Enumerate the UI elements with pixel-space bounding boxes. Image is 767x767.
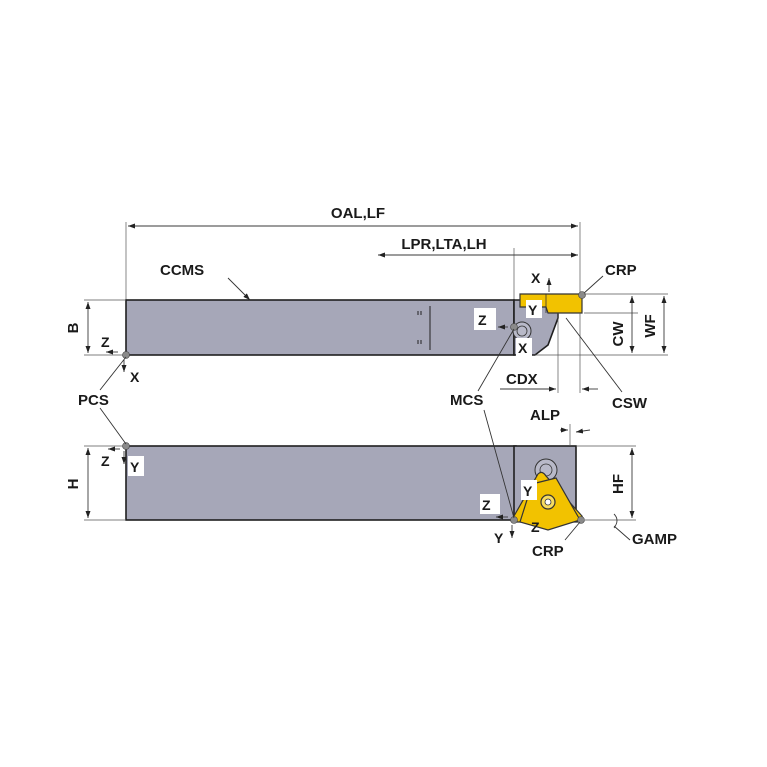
crp-side-y-axis: Y bbox=[523, 483, 533, 499]
crp-bottom-point bbox=[577, 516, 585, 524]
ccms-leader bbox=[227, 277, 251, 301]
mcs-top-y-axis: Y bbox=[528, 302, 538, 318]
coordinate-system-labels: PCS MCS bbox=[78, 328, 515, 519]
hf-label: HF bbox=[610, 474, 627, 494]
csw-label: CSW bbox=[612, 395, 648, 412]
crp-bottom-label: CRP bbox=[532, 543, 564, 560]
oal-lf-label: OAL,LF bbox=[331, 205, 385, 222]
wf-label: WF bbox=[642, 314, 659, 337]
top-view: OAL,LF LPR,LTA,LH CCMS CRP B bbox=[65, 205, 668, 412]
mcs-top-x-axis: X bbox=[518, 340, 528, 356]
mcs-top-z-axis: Z bbox=[478, 312, 487, 328]
mcs-leader-top bbox=[477, 328, 515, 392]
holder-body-side bbox=[125, 445, 517, 521]
crp-top-leader bbox=[582, 275, 604, 295]
crp-top-label: CRP bbox=[605, 262, 637, 279]
lpr-lta-lh-label: LPR,LTA,LH bbox=[401, 236, 486, 253]
gamp-label: GAMP bbox=[632, 531, 677, 548]
crp-top-point bbox=[578, 291, 586, 299]
side-view: H HF ALP GAMP CRP Z Y Z Y bbox=[65, 407, 677, 560]
pcs-top-point bbox=[122, 351, 130, 359]
crp-side-z-axis: Z bbox=[531, 519, 540, 535]
pcs-side-z-axis: Z bbox=[101, 453, 110, 469]
pcs-label: PCS bbox=[78, 392, 109, 409]
b-label: B bbox=[65, 322, 82, 333]
pcs-top-x-axis: X bbox=[130, 369, 140, 385]
cdx-label: CDX bbox=[506, 371, 538, 388]
cw-label: CW bbox=[610, 321, 627, 347]
pcs-side-y-axis: Y bbox=[130, 459, 140, 475]
mcs-leader-bottom bbox=[483, 409, 515, 519]
holder-body-top bbox=[125, 299, 515, 356]
mcs-side-y-axis: Y bbox=[494, 530, 504, 546]
ccms-label: CCMS bbox=[160, 262, 204, 279]
pcs-side-point bbox=[122, 442, 130, 450]
shank-marks bbox=[417, 306, 431, 350]
pcs-leader-top bbox=[99, 356, 127, 391]
h-label: H bbox=[65, 479, 82, 490]
mcs-top-point bbox=[510, 323, 518, 331]
pcs-leader-bottom bbox=[99, 407, 127, 445]
alp-label: ALP bbox=[530, 407, 560, 424]
csw-leader bbox=[565, 317, 623, 393]
mcs-label: MCS bbox=[450, 392, 483, 409]
mcs-side-z-axis: Z bbox=[482, 497, 491, 513]
crp-top-x-axis: X bbox=[531, 270, 541, 286]
pcs-top-z-axis: Z bbox=[101, 334, 110, 350]
crp-bottom-leader bbox=[564, 521, 581, 541]
